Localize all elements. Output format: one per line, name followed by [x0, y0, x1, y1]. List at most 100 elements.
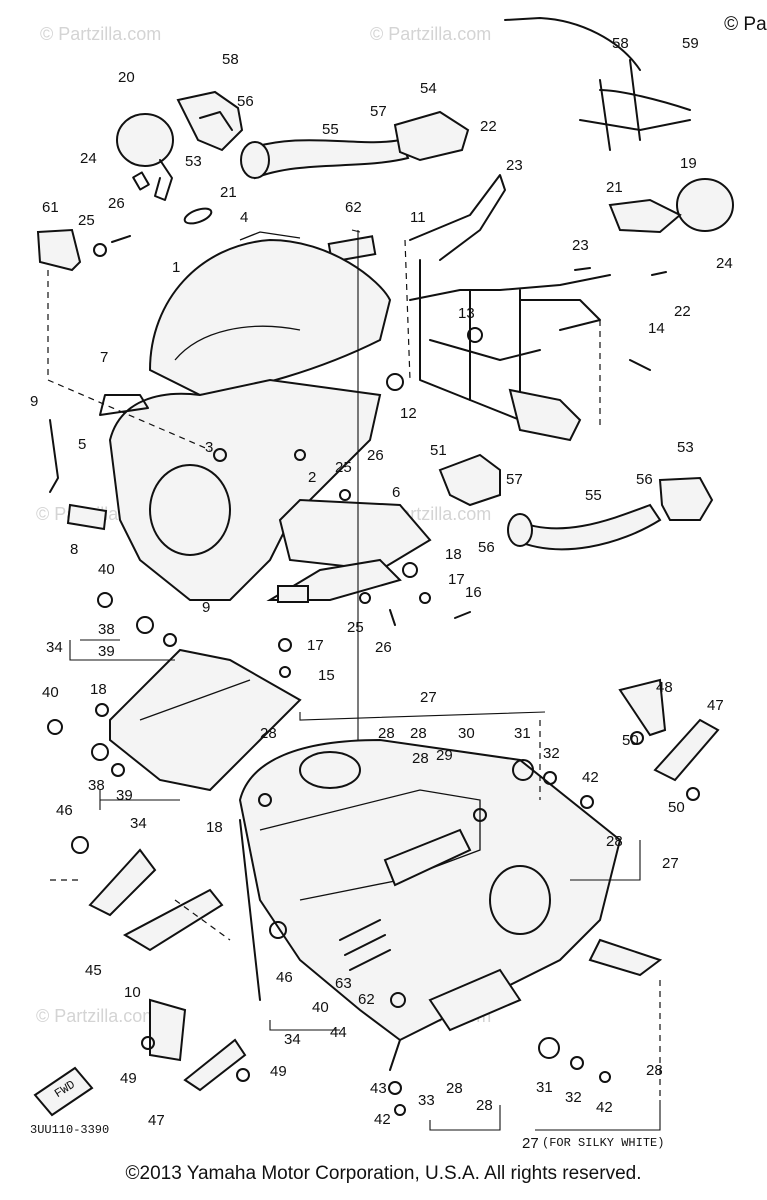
callout: 46 — [276, 969, 293, 986]
callout: 48 — [656, 679, 673, 696]
callout: 19 — [680, 155, 697, 172]
callout: 42 — [582, 769, 599, 786]
callout: 25 — [78, 212, 95, 229]
bolts-upper — [213, 327, 651, 678]
callout: 45 — [85, 962, 102, 979]
callout: 56 — [636, 471, 653, 488]
callout: 28 — [412, 750, 429, 767]
callout: 28 — [606, 833, 623, 850]
brackets-lower-right — [618, 678, 720, 801]
callout: 42 — [596, 1099, 613, 1116]
side-panel-6 — [266, 498, 432, 603]
callout: 14 — [648, 320, 665, 337]
callout: 13 — [458, 305, 475, 322]
callout: 20 — [118, 69, 135, 86]
copyright-text: ©2013 Yamaha Motor Corporation, U.S.A. A… — [125, 1163, 642, 1184]
callout: 11 — [410, 209, 426, 226]
callout: 40 — [98, 561, 115, 578]
callout: 56 — [237, 93, 254, 110]
callout: 17 — [448, 571, 465, 588]
callout: 59 — [682, 35, 699, 52]
handle-bar-58 — [504, 17, 691, 151]
callout: 50 — [622, 732, 639, 749]
silky-white-note: (FOR SILKY WHITE) — [542, 1136, 664, 1150]
callout: 26 — [375, 639, 392, 656]
watermark: © Partzilla.com — [40, 24, 161, 44]
callout: 16 — [465, 584, 482, 601]
mirror-left — [116, 113, 174, 201]
fwd-arrow: FWD — [33, 1066, 94, 1117]
callout: 7 — [100, 349, 108, 366]
callout: 4 — [240, 209, 248, 226]
callout: 18 — [206, 819, 223, 836]
callout: 38 — [88, 777, 105, 794]
diagram-code: 3UU110-3390 — [30, 1123, 109, 1137]
callouts: 58 56 20 24 53 21 61 25 26 4 1 7 9 3 5 2… — [30, 35, 733, 1129]
callout: 28 — [476, 1097, 493, 1114]
callout: 3 — [205, 439, 213, 456]
callout: 47 — [707, 697, 724, 714]
callout: 58 — [612, 35, 629, 52]
callout: 34 — [284, 1031, 301, 1048]
callout: 49 — [270, 1063, 287, 1080]
callout: 23 — [572, 237, 589, 254]
callout: 1 — [172, 259, 180, 276]
brand-corner-text: © Par — [724, 14, 767, 35]
callout: 23 — [506, 157, 523, 174]
callout: 32 — [543, 745, 560, 762]
callout: 9 — [30, 393, 38, 410]
callout: 25 — [347, 619, 364, 636]
callout: 17 — [307, 637, 324, 654]
callout: 42 — [374, 1111, 391, 1128]
callout: 27 — [522, 1135, 539, 1152]
callout: 27 — [662, 855, 679, 872]
callout: 62 — [358, 991, 375, 1008]
callout: 54 — [420, 80, 437, 97]
callout: 28 — [260, 725, 277, 742]
callout: 56 — [478, 539, 495, 556]
callout: 31 — [514, 725, 531, 742]
callout: 32 — [565, 1089, 582, 1106]
callout: 2 — [308, 469, 316, 486]
callout: 57 — [506, 471, 523, 488]
callout: 18 — [445, 546, 462, 563]
callout: 30 — [458, 725, 475, 742]
small-parts-left — [36, 207, 377, 272]
callout: 26 — [108, 195, 125, 212]
windshield — [148, 231, 392, 397]
callout: 34 — [46, 639, 63, 656]
air-duct-left — [176, 90, 244, 152]
callout: 34 — [130, 815, 147, 832]
callout: 40 — [42, 684, 59, 701]
callout: 27 — [420, 689, 437, 706]
callout: 12 — [400, 405, 417, 422]
callout: 51 — [430, 442, 447, 459]
callout: 26 — [367, 447, 384, 464]
callout: 55 — [322, 121, 339, 138]
callout: 6 — [392, 484, 400, 501]
callout: 21 — [220, 184, 237, 201]
callout: 39 — [98, 643, 115, 660]
upper-cowling — [49, 378, 382, 601]
brackets-lower-left — [71, 836, 250, 1092]
callout: 22 — [674, 303, 691, 320]
callout: 43 — [370, 1080, 387, 1097]
callout: 10 — [124, 984, 141, 1001]
callout: 38 — [98, 621, 115, 638]
callout: 50 — [668, 799, 685, 816]
callout: 53 — [677, 439, 694, 456]
callout: 9 — [202, 599, 210, 616]
callout: 40 — [312, 999, 329, 1016]
callout: 39 — [116, 787, 133, 804]
air-hose-upper — [240, 110, 470, 180]
watermark: © Partzilla.com — [36, 1006, 157, 1026]
callout: 31 — [536, 1079, 553, 1096]
callout: 46 — [56, 802, 73, 819]
callout: 58 — [222, 51, 239, 68]
callout: 62 — [345, 199, 362, 216]
callout: 47 — [148, 1112, 165, 1129]
air-hose-lower — [438, 453, 714, 551]
callout: 8 — [70, 541, 78, 558]
callout: 44 — [330, 1024, 347, 1041]
